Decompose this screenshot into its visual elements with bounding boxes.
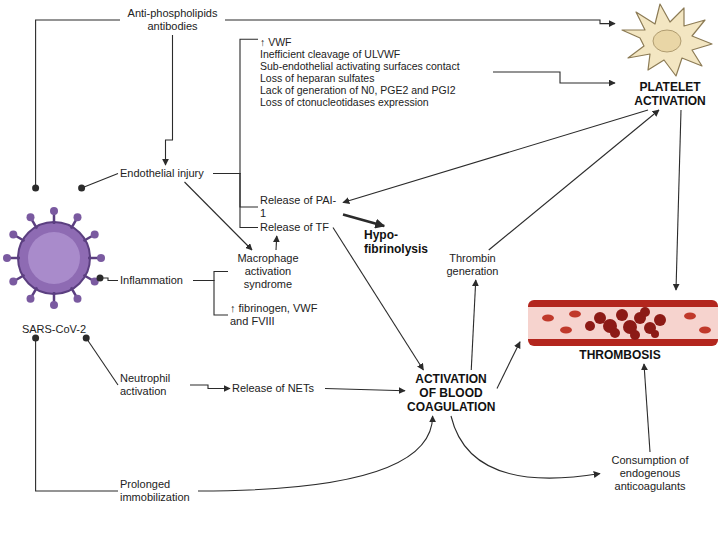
virus-spike-knob (9, 231, 17, 239)
red-cell (699, 327, 711, 334)
connector (644, 364, 650, 452)
node-text: Hypo- fibrinolysis (364, 228, 434, 256)
node-text: Inflammation (120, 274, 191, 287)
node-text: ↑ VWF (260, 36, 491, 48)
node-text: Macrophage activation syndrome (230, 252, 306, 291)
node-text: Endothelial injury (120, 167, 211, 180)
connector (86, 338, 118, 385)
virus-spike-knob (97, 254, 105, 262)
virus-spike-knob (74, 295, 82, 303)
node-text: Release of TF (260, 221, 331, 234)
virus-spike-knob (27, 213, 35, 221)
node-text: Consumption of endogenous anticoagulants (602, 454, 698, 493)
connector (275, 236, 277, 250)
connector (190, 385, 230, 389)
outcome-label: THROMBOSIS (520, 290, 720, 364)
virus-label: SARS-CoV-2 (8, 188, 100, 338)
connector (193, 272, 228, 281)
connector (36, 338, 118, 491)
connector (676, 110, 681, 290)
process-label: Release of PAI-1 (258, 192, 343, 222)
connector (343, 215, 384, 227)
node-text: Anti-phospholipids antibodies (122, 7, 223, 33)
connector (213, 174, 258, 228)
connector-dot (78, 185, 85, 192)
connector-dot (97, 275, 104, 282)
virus-spike-knob (91, 231, 99, 239)
node-text: Loss of ctonucleotidases expression (260, 96, 491, 108)
node-text: Prolonged immobilization (120, 478, 196, 504)
cause-label: Inflammation (118, 272, 193, 289)
process-label: Release of TF (258, 219, 333, 236)
node-text: Inefficient cleavage of ULVWF (260, 48, 491, 60)
virus-spike-knob (3, 254, 11, 262)
clot-cell (585, 321, 595, 331)
clot-cell (630, 330, 640, 340)
cause-label: Endothelial injury (118, 165, 213, 182)
virus-spike-knob (9, 278, 17, 286)
connector (213, 39, 258, 173)
connector (185, 182, 253, 250)
red-cell (684, 313, 696, 320)
node-text: ACTIVATION OF BLOOD COAGULATION (407, 372, 495, 414)
virus-icon (3, 207, 105, 309)
process-label: ↑ fibrinogen, VWF and FVIII (228, 300, 323, 330)
connector-dot (32, 335, 39, 342)
connector (471, 280, 476, 370)
node-text: ↑ fibrinogen, VWF and FVIII (230, 302, 321, 328)
cause-label: Prolonged immobilization (118, 476, 198, 506)
connector (225, 20, 615, 24)
virus-spike-knob (27, 295, 35, 303)
process-label: Consumption of endogenous anticoagulants (600, 452, 700, 495)
node-text: THROMBOSIS (522, 348, 718, 362)
process-label: Release of NETs (230, 380, 325, 397)
node-text: Lack of generation of N0, PGE2 and PGI2 (260, 84, 491, 96)
connector-dot (32, 185, 39, 192)
connector (493, 72, 615, 83)
process-label: Macrophage activation syndrome (228, 250, 308, 293)
red-cell (569, 311, 581, 318)
vessel-icon (528, 300, 718, 346)
virus-spike-knob (50, 301, 58, 309)
connector (497, 342, 520, 389)
connector (198, 416, 433, 491)
cause-label: Neutrophil activation (118, 370, 190, 400)
node-text: Release of PAI-1 (260, 194, 341, 220)
connector-dot (83, 335, 90, 342)
connector (166, 35, 173, 165)
connector (451, 416, 600, 478)
node-text: Release of NETs (232, 382, 323, 395)
virus-spike-knob (50, 207, 58, 215)
outcome-label: PLATELET ACTIVATION (615, 2, 725, 110)
connector (36, 20, 120, 188)
node-text: Neutrophil activation (120, 372, 188, 398)
node-text: Loss of heparan sulfates (260, 72, 491, 84)
connector (325, 389, 405, 391)
process-label: Thrombin generation (440, 250, 505, 280)
mechanism-list: ↑ VWFInefficient cleavage of ULVWFSub-en… (258, 34, 493, 110)
cause-label: Anti-phospholipids antibodies (120, 5, 225, 35)
clot-cell (616, 309, 628, 321)
clot-cell (610, 328, 620, 338)
platelet-icon (622, 4, 712, 76)
clot-cell (654, 314, 666, 326)
connector (193, 281, 228, 316)
node-text: Sub-endothelial activating surfaces cont… (260, 60, 491, 72)
connector (213, 174, 258, 208)
red-cell (560, 327, 572, 334)
node-text: Thrombin generation (442, 252, 503, 278)
node-text: PLATELET ACTIVATION (617, 80, 723, 108)
connector (489, 110, 659, 250)
clot-cell (651, 330, 659, 338)
clot-cell (640, 307, 650, 317)
virus-spike-knob (74, 213, 82, 221)
connector (82, 174, 118, 189)
outcome-label: Hypo- fibrinolysis (362, 226, 436, 258)
red-cell (542, 315, 554, 322)
outcome-label: ACTIVATION OF BLOOD COAGULATION (405, 370, 497, 416)
node-text: SARS-CoV-2 (10, 323, 98, 336)
